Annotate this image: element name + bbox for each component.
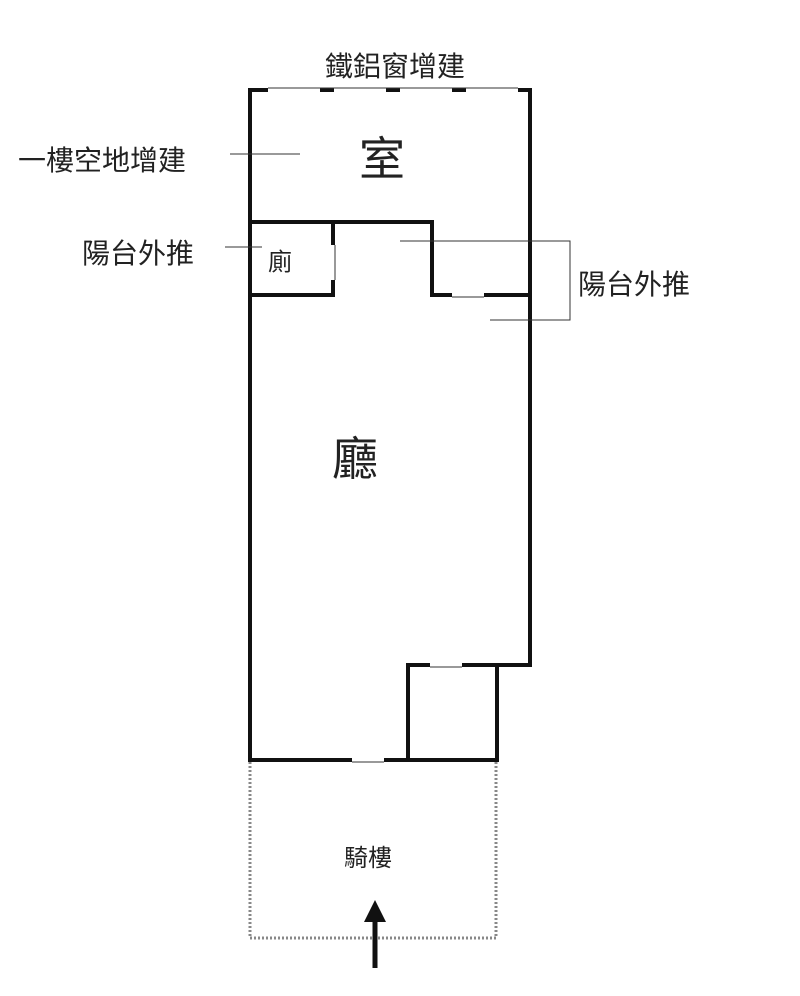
living-label: 廳 [332,432,378,486]
right-balcony-label: 陽台外推 [578,268,690,301]
small-room-wall [406,663,499,762]
entrance-arrow-icon [364,900,386,922]
right-balcony-leader [400,240,571,321]
toilet-label: 廁 [268,248,292,276]
outer-wall [248,88,532,762]
room-bottom-wall [331,220,532,297]
top-annotation-label: 鐵鋁窗增建 [325,50,465,83]
room-label: 室 [359,132,405,186]
arcade-label: 騎樓 [344,844,392,872]
left-balcony-label: 陽台外推 [82,237,194,270]
left-annotation-label: 一樓空地增建 [18,144,186,177]
